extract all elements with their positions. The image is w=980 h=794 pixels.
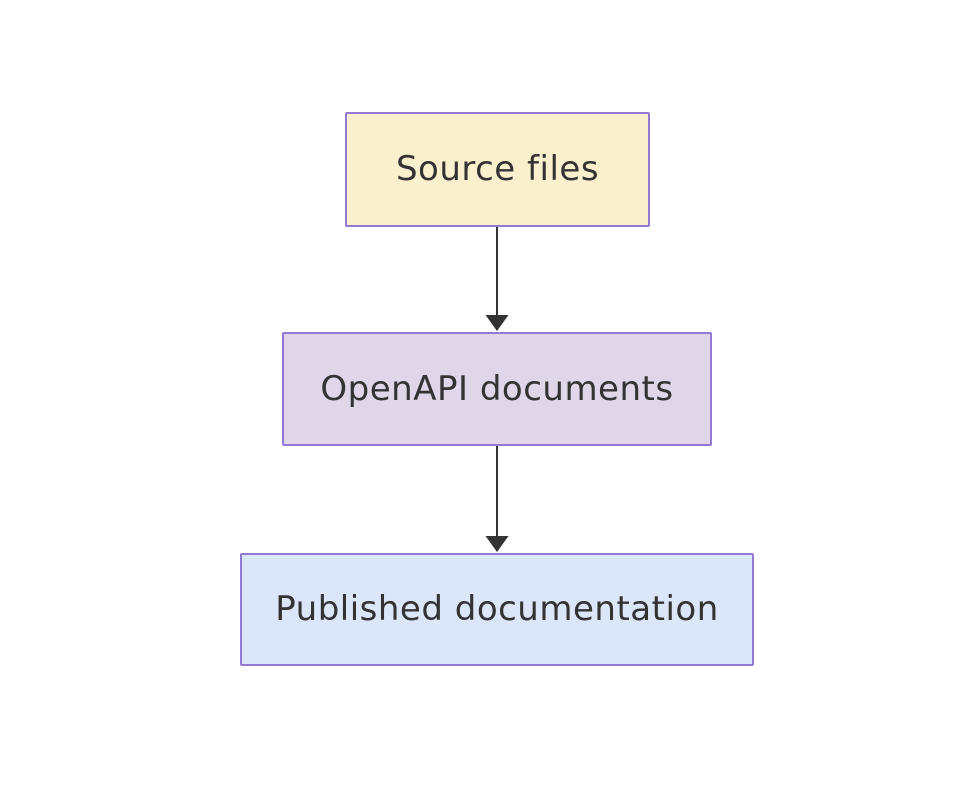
node-published-documentation: Published documentation [240, 553, 754, 666]
node-label: Source files [395, 149, 600, 190]
node-label: Published documentation [275, 589, 719, 630]
node-openapi-documents: OpenAPI documents [282, 332, 712, 446]
node-label: OpenAPI documents [320, 368, 674, 409]
node-source-files: Source files [345, 112, 650, 227]
